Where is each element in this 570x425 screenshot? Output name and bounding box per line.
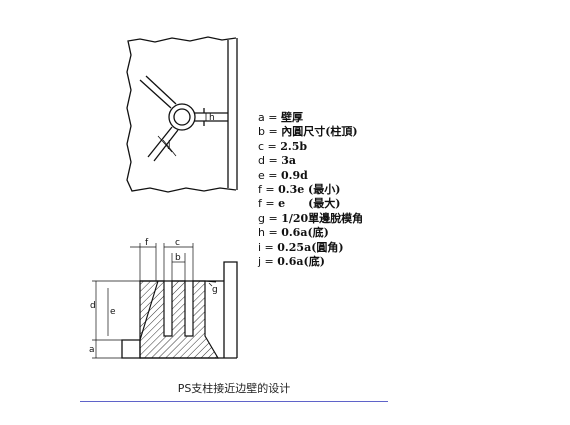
section-view (92, 243, 238, 359)
legend-row-c: c = 2.5b (258, 139, 308, 153)
legend-row-i: i = 0.25a(圓角) (258, 240, 344, 254)
section-base-plate (121, 339, 141, 359)
legend-row-b: b = 內圓尺寸(柱頂) (258, 125, 358, 139)
top-view-label-h: h (209, 113, 215, 123)
caption-divider (80, 401, 388, 402)
top-view-j-ext-2 (162, 139, 177, 157)
legend-row-j: j = 0.6a(底) (258, 255, 325, 269)
figure-caption: PS支柱接近边壁的设计 (177, 382, 291, 395)
top-view-j-ext-1 (157, 135, 173, 153)
section-label-g: g (212, 285, 218, 295)
top-view (126, 36, 238, 193)
legend-row-e: e = 0.9d (258, 168, 308, 182)
section-label-a: a (89, 345, 95, 355)
legend-row-f-max: f = e (最大) (258, 197, 341, 211)
legend-row-a: a = 壁厚 (258, 111, 303, 124)
section-label-c: c (175, 238, 180, 248)
section-label-f: f (145, 238, 149, 248)
section-hatched-body (139, 280, 220, 359)
legend-row-g: g = 1/20單邊脫模角 (258, 211, 364, 225)
top-view-rib-ll-1 (147, 126, 173, 158)
dimension-legend: a = 壁厚 b = 內圓尺寸(柱頂) c = 2.5b d = 3a e = … (258, 111, 363, 269)
legend-row-d: d = 3a (258, 154, 296, 168)
top-view-rib-ul-1 (139, 79, 172, 109)
dim-g-leader (208, 282, 213, 287)
top-view-boss-outer (168, 103, 196, 131)
legend-row-f-min: f = 0.3e (最小) (258, 183, 341, 197)
section-draft-line (204, 280, 217, 283)
section-label-d: d (90, 301, 96, 311)
top-view-torn-edge (126, 36, 237, 193)
section-label-e: e (110, 307, 116, 317)
section-rib-slope (139, 280, 159, 341)
legend-row-h: h = 0.6a(底) (258, 226, 329, 240)
top-view-label-j: j (167, 140, 171, 150)
section-side-wall (223, 261, 238, 358)
top-view-boss-inner (173, 108, 191, 126)
top-view-rib-ul-2 (145, 75, 177, 105)
section-label-b: b (175, 253, 181, 263)
